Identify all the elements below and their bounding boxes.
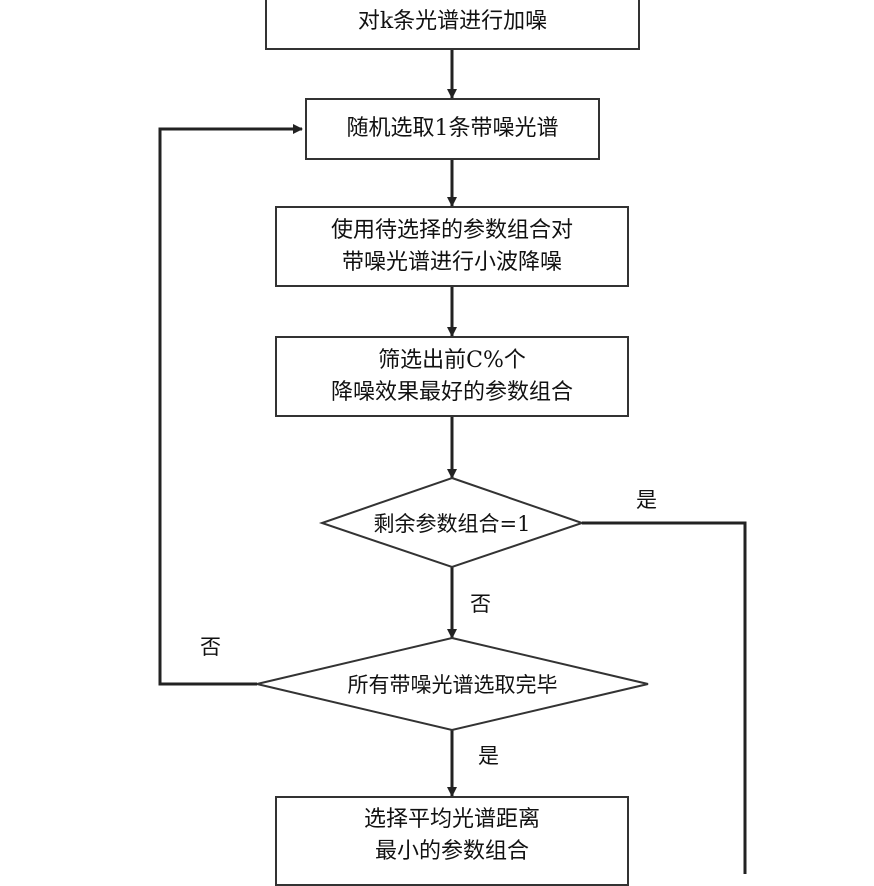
decision-diamond-remaining [318,476,586,569]
label-all-yes: 是 [478,744,499,768]
choose-text-line1: 选择平均光谱距离 [363,807,540,832]
loop-back-line [158,124,303,686]
screen-text-line2: 降噪效果最好的参数组合 [330,379,573,405]
label-remaining-yes: 是 [636,488,657,512]
denoise-text-line2: 带噪光谱进行小波降噪 [341,249,562,275]
screen-box: 筛选出前C%个 降噪效果最好的参数组合 [275,336,629,417]
denoise-box: 使用待选择的参数组合对 带噪光谱进行小波降噪 [275,206,629,287]
add-noise-box: 对k条光谱进行加噪 [265,0,640,50]
add-noise-text: 对k条光谱进行加噪 [357,9,548,34]
select-random-text: 随机选取1条带噪光谱 [346,116,559,141]
decision-all-selected-text: 所有带噪光谱选取完毕 [347,673,558,697]
decision-diamond-all-selected [256,636,649,732]
select-random-box: 随机选取1条带噪光谱 [305,98,600,160]
label-remaining-no: 否 [470,592,491,616]
label-all-no: 否 [200,635,221,659]
screen-text-line1: 筛选出前C%个 [378,347,526,373]
denoise-text-line1: 使用待选择的参数组合对 [330,217,573,243]
decision-remaining-text: 剩余参数组合=1 [373,511,531,536]
choose-text-line2: 最小的参数组合 [374,839,529,864]
yes-branch-line [582,521,747,874]
choose-box: 选择平均光谱距离 最小的参数组合 [275,796,629,886]
